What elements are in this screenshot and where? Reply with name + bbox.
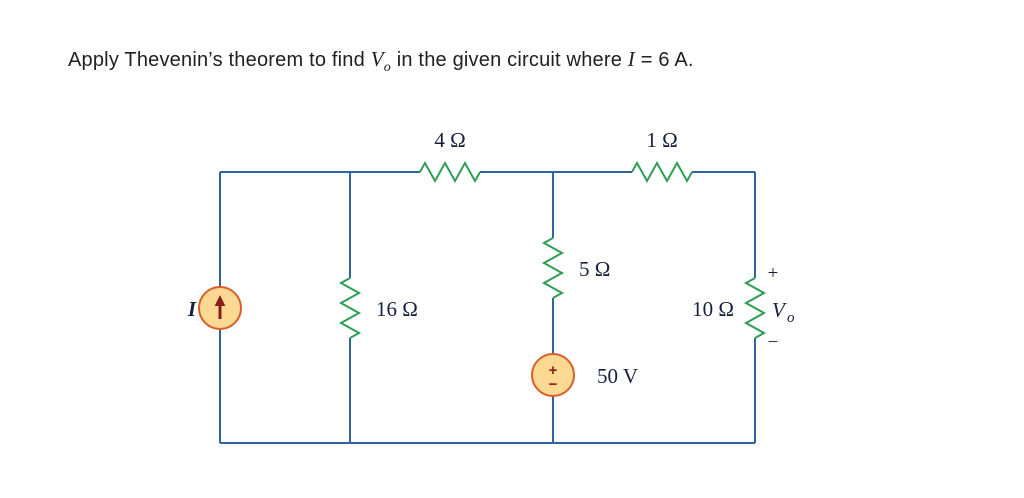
problem-statement: Apply Thevenin’s theorem to find Vo in t… [68, 47, 694, 76]
up-arrow-head-icon [214, 295, 226, 306]
resistor-1ohm-zigzag [631, 160, 693, 184]
resistor-4ohm-zigzag [419, 160, 481, 184]
current-source: I [187, 286, 242, 330]
voltage-source-label: 50 V [597, 364, 638, 388]
resistor-10ohm-zigzag [743, 277, 767, 339]
title-vo-subscript: o [383, 60, 391, 75]
resistor-16ohm-zigzag [338, 277, 362, 339]
voltage-source-plus: + [549, 362, 558, 379]
title-middle: in the given circuit where [390, 49, 628, 71]
resistor-4ohm-label: 4 Ω [434, 128, 465, 152]
vo-plus-sign: + [768, 263, 779, 284]
resistor-5ohm-label: 5 Ω [579, 257, 610, 281]
resistor-16ohm-label: 16 Ω [376, 297, 418, 321]
voltage-source-circle [531, 353, 575, 397]
vo-minus-sign: − [768, 332, 779, 353]
vo-label: V [772, 298, 787, 322]
title-suffix: = 6 A. [634, 49, 694, 71]
output-voltage-annotation: + V o − [768, 263, 795, 353]
current-source-label: I [187, 297, 197, 321]
resistor-5ohm-zigzag [541, 237, 565, 299]
resistor-1ohm-label: 1 Ω [646, 128, 677, 152]
voltage-source-minus: − [549, 376, 558, 393]
title-prefix: Apply Thevenin’s theorem to find [68, 49, 371, 71]
title-current-symbol: I [627, 47, 635, 71]
voltage-source: + − 50 V [531, 353, 638, 397]
resistor-10ohm-label: 10 Ω [692, 297, 734, 321]
vo-label-subscript: o [787, 310, 795, 326]
title-vo-symbol: V [370, 47, 384, 71]
